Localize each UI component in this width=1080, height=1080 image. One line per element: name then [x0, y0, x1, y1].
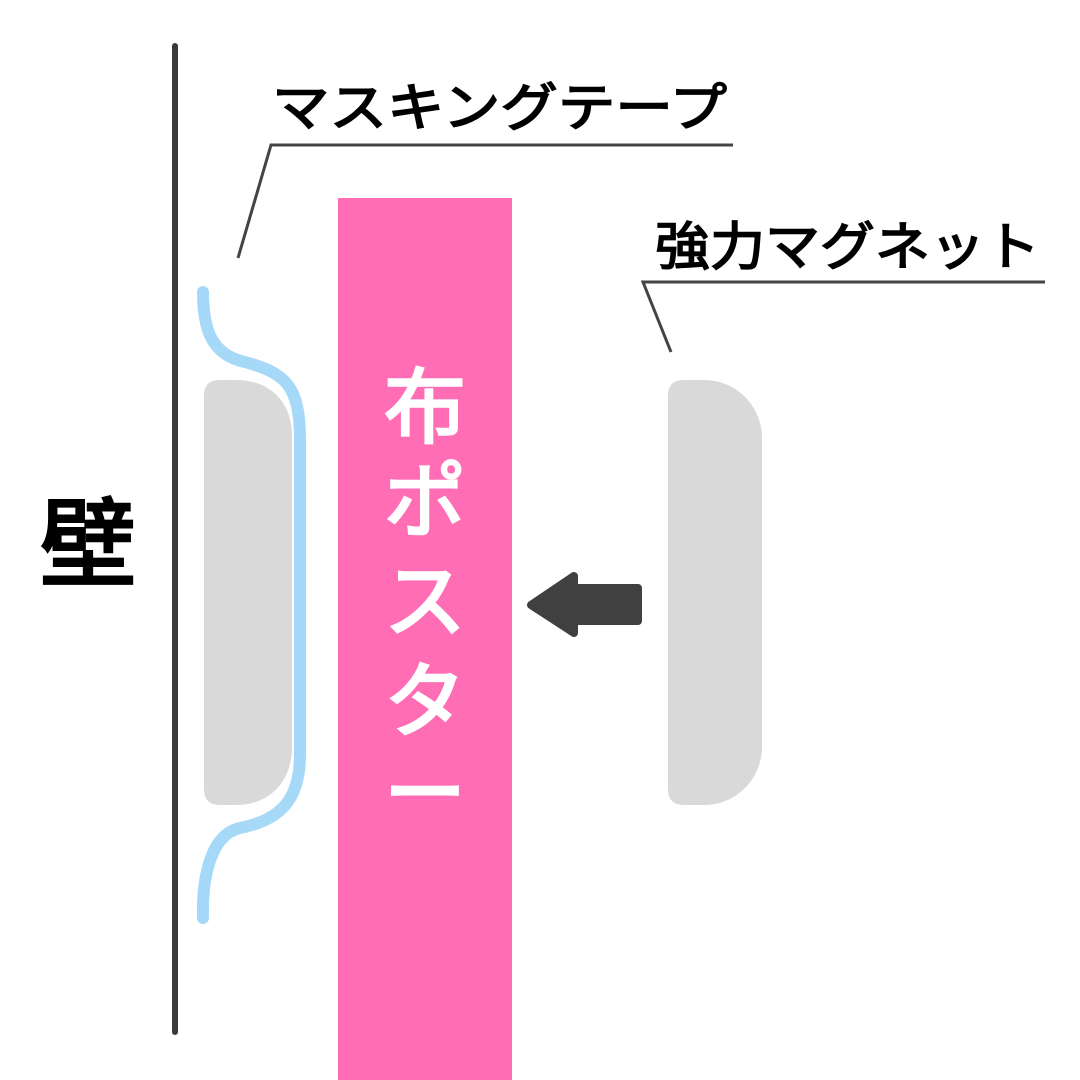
fabric-poster-char: 布 — [384, 361, 466, 456]
masking-tape — [196, 286, 306, 924]
masking-tape-label: マスキングテープ — [272, 79, 727, 139]
fabric-poster-char: ー — [384, 747, 466, 842]
fabric-poster-char: ポ — [384, 455, 466, 550]
fabric-poster — [338, 198, 512, 1080]
arrow-left-icon — [527, 572, 642, 637]
fabric-poster-char: ス — [384, 555, 466, 650]
front-magnet — [668, 380, 762, 805]
fabric-poster-char: タ — [384, 655, 466, 750]
strong-magnet-leader-line — [640, 280, 1045, 353]
wall-label: 壁 — [40, 489, 136, 601]
back-magnet — [204, 380, 292, 805]
strong-magnet-label: 強力マグネット — [655, 218, 1040, 278]
fabric-poster-label: 布 ポ ス タ ー — [384, 361, 466, 842]
masking-tape-leader-line — [236, 143, 733, 259]
